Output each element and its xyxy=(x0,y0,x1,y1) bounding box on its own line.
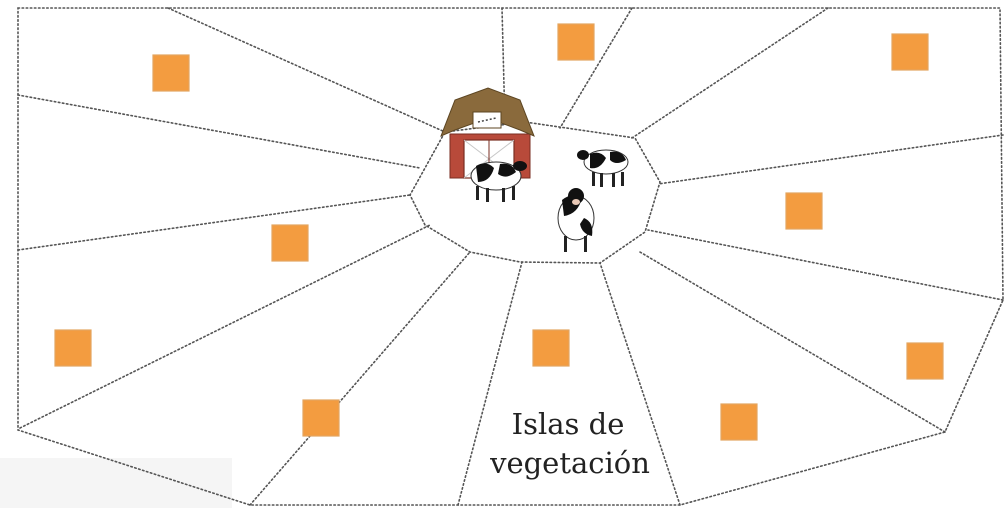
divider xyxy=(249,251,471,506)
cow-icon xyxy=(470,161,527,202)
cow-icon xyxy=(577,149,629,187)
divider xyxy=(639,251,946,433)
divider xyxy=(657,134,1004,185)
label-line-2: vegetación xyxy=(489,446,650,480)
label-line-1: Islas de xyxy=(512,407,625,441)
vegetation-island xyxy=(152,54,190,92)
divider xyxy=(599,262,681,506)
divider xyxy=(457,261,523,506)
central-corral xyxy=(409,121,661,264)
divider xyxy=(167,7,446,133)
divider xyxy=(19,224,431,429)
vegetation-island xyxy=(785,192,823,230)
outer-boundary xyxy=(17,7,1004,506)
divider xyxy=(17,194,411,251)
divider xyxy=(501,7,506,126)
divider xyxy=(631,7,829,139)
vegetation-island xyxy=(720,403,758,441)
vegetation-island xyxy=(271,224,309,262)
divider xyxy=(647,229,1004,301)
vegetation-island xyxy=(906,342,944,380)
vegetation-island xyxy=(54,329,92,367)
cow-icon xyxy=(557,188,595,252)
vegetation-island xyxy=(557,23,595,61)
vegetation-island xyxy=(532,329,570,367)
divider xyxy=(559,7,633,129)
divider xyxy=(17,94,421,169)
vegetation-island xyxy=(891,33,929,71)
corner-panel xyxy=(0,458,232,508)
vegetation-island xyxy=(302,399,340,437)
